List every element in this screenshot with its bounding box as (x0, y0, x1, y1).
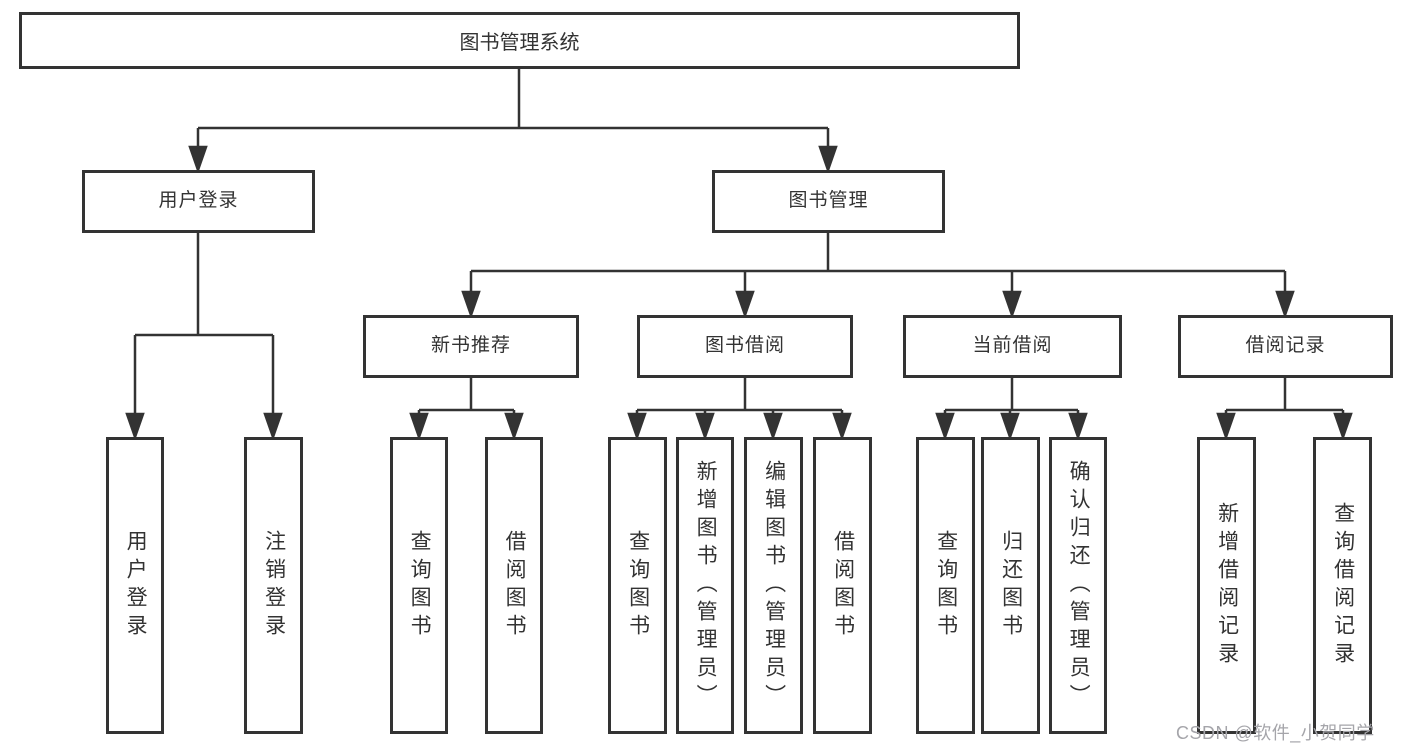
connector-book-mgmt-children (461, 233, 1295, 319)
node-label: 用户登录 (124, 529, 148, 642)
node-logout-leaf: 注销登录 (244, 437, 303, 734)
node-label: 借阅图书 (503, 529, 527, 642)
node-label: 新增借阅记录 (1215, 501, 1239, 670)
node-borrow-books-recommend: 借阅图书 (485, 437, 543, 734)
node-label: 新增图书（管理员） (694, 459, 718, 712)
node-add-books-admin: 新增图书（管理员） (676, 437, 734, 734)
node-label: 编辑图书（管理员） (762, 459, 786, 712)
node-label: 注销登录 (262, 529, 286, 642)
node-label: 查询借阅记录 (1331, 501, 1355, 670)
node-library-system-root: 图书管理系统 (19, 12, 1020, 69)
node-new-book-recommend: 新书推荐 (363, 315, 579, 378)
csdn-watermark: CSDN @软件_小贺同学 (1176, 723, 1375, 743)
node-confirm-return-admin: 确认归还（管理员） (1049, 437, 1107, 734)
connector-user-login-children (125, 233, 283, 441)
node-query-books-borrowing: 查询图书 (608, 437, 667, 734)
node-query-books-recommend: 查询图书 (390, 437, 448, 734)
node-query-borrow-record: 查询借阅记录 (1313, 437, 1372, 734)
node-label: 用户登录 (158, 190, 239, 212)
node-label: 查询图书 (934, 529, 958, 642)
node-borrow-books-leaf: 借阅图书 (813, 437, 872, 734)
node-edit-books-admin: 编辑图书（管理员） (744, 437, 803, 734)
node-add-borrow-record: 新增借阅记录 (1197, 437, 1256, 734)
connector-new-book-children (409, 378, 524, 441)
node-label: 借阅记录 (1245, 335, 1326, 357)
node-label: 查询图书 (626, 529, 650, 642)
node-label: 图书借阅 (704, 335, 785, 357)
connector-borrow-record-children (1216, 378, 1353, 441)
node-user-login-leaf: 用户登录 (106, 437, 164, 734)
node-query-books-current: 查询图书 (916, 437, 975, 734)
connector-root-to-level2 (188, 68, 838, 174)
connector-book-borrow-children (627, 378, 852, 441)
node-return-books: 归还图书 (981, 437, 1040, 734)
node-label: 图书管理系统 (459, 32, 580, 54)
node-label: 新书推荐 (430, 335, 511, 357)
node-label: 归还图书 (999, 529, 1023, 642)
node-borrowing-records: 借阅记录 (1178, 315, 1393, 378)
node-label: 图书管理 (788, 190, 869, 212)
node-book-management-branch: 图书管理 (712, 170, 945, 233)
connector-current-borrow-children (935, 378, 1088, 441)
node-label: 确认归还（管理员） (1067, 459, 1091, 712)
node-label: 借阅图书 (831, 529, 855, 642)
node-current-borrowing: 当前借阅 (903, 315, 1122, 378)
node-label: 当前借阅 (972, 335, 1053, 357)
node-label: 查询图书 (408, 529, 432, 642)
node-user-login-branch: 用户登录 (82, 170, 315, 233)
node-book-borrowing: 图书借阅 (637, 315, 853, 378)
